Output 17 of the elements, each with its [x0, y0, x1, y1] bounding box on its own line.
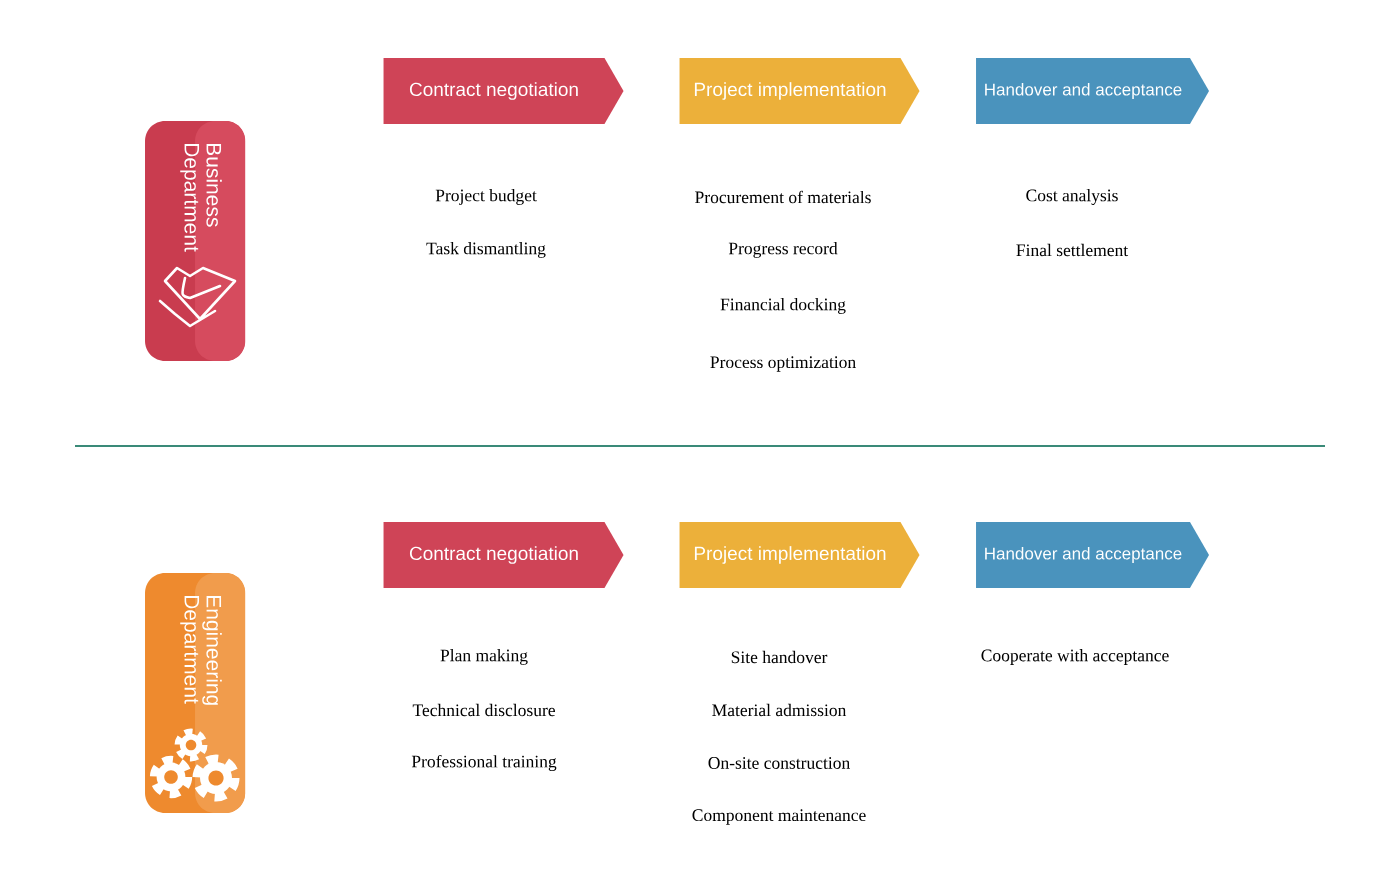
task-text: Procurement of materials — [695, 190, 871, 204]
task-text: Plan making — [440, 649, 528, 665]
task-text: Project budget — [435, 189, 537, 205]
task-text: Cooperate with acceptance — [981, 649, 1169, 665]
task-text: Task dismantling — [426, 242, 546, 258]
task-text: Material admission — [712, 703, 847, 717]
task-text: Site handover — [731, 650, 828, 664]
task-text: Component maintenance — [692, 809, 866, 825]
task-text: Final settlement — [1016, 243, 1129, 257]
department-box: Business Department — [145, 121, 246, 361]
task-text: Cost analysis — [1026, 189, 1118, 205]
task-text: On-site construction — [708, 757, 850, 769]
task-text: Progress record — [728, 242, 838, 258]
task-text: Technical disclosure — [412, 703, 555, 717]
task-text: Professional training — [411, 754, 557, 772]
task-text: Process optimization — [710, 356, 856, 372]
task-text: Financial docking — [720, 298, 846, 314]
